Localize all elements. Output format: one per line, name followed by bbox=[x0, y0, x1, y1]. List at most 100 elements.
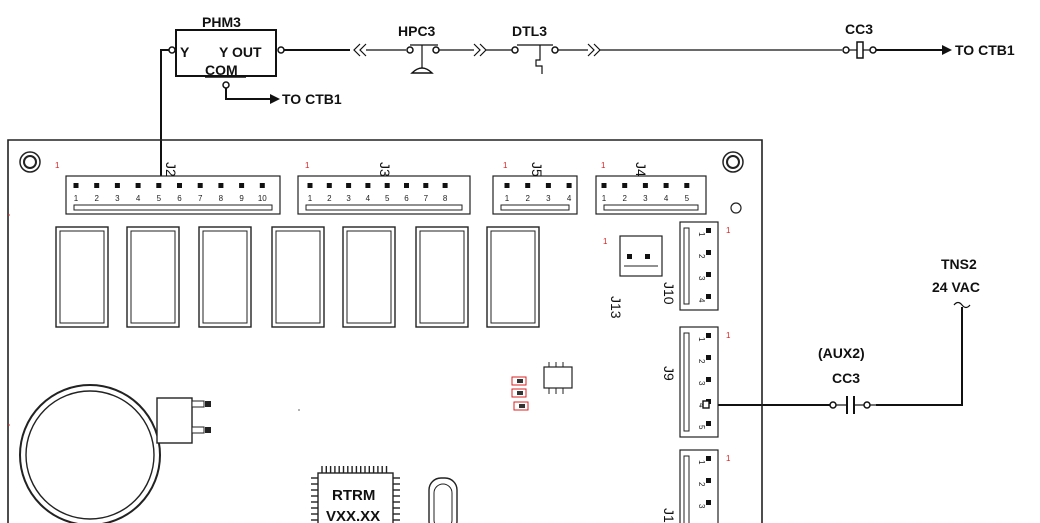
j10-label: J10 bbox=[661, 282, 677, 305]
j3-pin-1 bbox=[307, 183, 313, 188]
phm3-yout-terminal-label: Y OUT bbox=[219, 44, 262, 60]
j9-pin-3 bbox=[706, 377, 711, 382]
phm3-box bbox=[175, 29, 277, 77]
regulator-tab-2 bbox=[191, 426, 205, 434]
relay-3-inner bbox=[202, 230, 248, 324]
hpc3-terminal-left bbox=[406, 46, 414, 54]
j3-pin-3 bbox=[346, 183, 352, 188]
hpc3-terminal-right bbox=[432, 46, 440, 54]
j9-pin-number: 5 bbox=[697, 425, 706, 430]
j2-pin-number: 3 bbox=[115, 194, 120, 203]
mounting-hole-right bbox=[722, 151, 744, 173]
j2-pin-1 bbox=[73, 183, 79, 188]
com-wire bbox=[225, 88, 272, 100]
phm3-label: PHM3 bbox=[202, 14, 241, 30]
j4-pin-number: 4 bbox=[664, 194, 669, 203]
j9-latch bbox=[683, 332, 690, 432]
j4-pin-number: 2 bbox=[622, 194, 627, 203]
dtl3-terminal-left bbox=[511, 46, 519, 54]
cc3-top-contact bbox=[856, 41, 864, 59]
j2-pin-5 bbox=[156, 183, 162, 188]
phm3-y-terminal bbox=[168, 46, 176, 54]
j9-pin-number: 2 bbox=[697, 359, 706, 364]
phm3-yout-terminal bbox=[277, 46, 285, 54]
ac-source-icon bbox=[953, 301, 971, 309]
plug-left-1 bbox=[353, 43, 361, 57]
to-ctb1-top-label: TO CTB1 bbox=[955, 42, 1015, 58]
regulator-pin-1 bbox=[205, 401, 211, 407]
j10-pin-number: 1 bbox=[697, 232, 706, 237]
j2-pin-number: 6 bbox=[177, 194, 182, 203]
ic-chip-small bbox=[543, 366, 573, 389]
j10-pin-1 bbox=[706, 228, 711, 233]
j2-pin-6 bbox=[177, 183, 182, 188]
ic-chip-leads bbox=[548, 362, 564, 394]
j9-pin-number: 3 bbox=[697, 381, 706, 386]
j10-pin-3 bbox=[706, 272, 711, 277]
smd-3-body bbox=[519, 404, 525, 408]
j5-pin-1 bbox=[504, 183, 510, 188]
j9-label: J9 bbox=[661, 366, 677, 381]
aux-cc3-terminal-left bbox=[829, 401, 837, 409]
smd-1 bbox=[511, 376, 527, 386]
j1-pin-number: 2 bbox=[697, 482, 706, 487]
j4-pin-1 bbox=[601, 183, 607, 188]
j9-pin1-marker: 1 bbox=[726, 331, 731, 340]
relay-7 bbox=[486, 226, 540, 328]
j3-pin-number: 7 bbox=[424, 194, 429, 203]
j3-pin-number: 8 bbox=[443, 194, 448, 203]
j3-pin-number: 1 bbox=[308, 194, 313, 203]
relay-7-inner bbox=[490, 230, 536, 324]
j5-pin-number: 2 bbox=[525, 194, 530, 203]
relay-2 bbox=[126, 226, 180, 328]
dtl3-label: DTL3 bbox=[512, 23, 547, 39]
j5-latch bbox=[500, 204, 570, 211]
j3-pin-5 bbox=[384, 183, 390, 188]
j2-latch bbox=[73, 204, 273, 211]
j3-pin-number: 5 bbox=[385, 194, 390, 203]
j2-pin-9 bbox=[239, 183, 245, 188]
j1-latch bbox=[683, 455, 690, 523]
smd-1-body bbox=[517, 379, 523, 383]
j2-pin-number: 2 bbox=[94, 194, 99, 203]
j5-pin-number: 1 bbox=[505, 194, 510, 203]
j3-pin-4 bbox=[365, 183, 371, 188]
to-ctb1-com-label: TO CTB1 bbox=[282, 91, 342, 107]
relay-5-inner bbox=[346, 230, 392, 324]
smd-3 bbox=[513, 401, 529, 411]
j2-pin-number: 8 bbox=[219, 194, 224, 203]
relay-6-inner bbox=[419, 230, 465, 324]
j3-pin-6 bbox=[404, 183, 409, 188]
j10-pin1-marker: 1 bbox=[726, 226, 731, 235]
j2-pin-number: 1 bbox=[74, 194, 79, 203]
rtrm-version-label: VXX.XX bbox=[326, 508, 380, 523]
j5-pin-2 bbox=[525, 183, 531, 188]
j2-pin-number: 7 bbox=[198, 194, 203, 203]
j3-label: J3 bbox=[377, 162, 393, 177]
j3-pin-7 bbox=[423, 183, 429, 188]
j1-pin-3 bbox=[706, 500, 711, 505]
j10-pin-number: 3 bbox=[697, 276, 706, 281]
crystal-oscillator bbox=[428, 477, 458, 523]
hpc3-diaphragm-icon bbox=[410, 67, 434, 74]
buzzer-outer bbox=[19, 384, 161, 523]
j2-pin-10 bbox=[259, 183, 265, 188]
buzzer-inner bbox=[25, 390, 155, 520]
rtrm-label: RTRM bbox=[332, 487, 375, 504]
dtl3-actuator-icon bbox=[535, 45, 543, 74]
j10-pin-number: 2 bbox=[697, 254, 706, 259]
j10-latch bbox=[683, 227, 690, 305]
relay-6 bbox=[415, 226, 469, 328]
j5-pin1-marker: 1 bbox=[503, 161, 508, 170]
smd-2-body bbox=[517, 391, 523, 395]
j9-pin-4-terminal bbox=[702, 400, 710, 409]
cc3-top-terminal-left bbox=[842, 46, 850, 54]
cc3-top-label: CC3 bbox=[845, 21, 873, 37]
j9-pin-2 bbox=[706, 355, 711, 360]
j2-pin-number: 10 bbox=[258, 194, 267, 203]
j2-pin-7 bbox=[197, 183, 203, 188]
j9-connector bbox=[679, 326, 719, 438]
aux-cc3-terminal-right bbox=[863, 401, 871, 409]
